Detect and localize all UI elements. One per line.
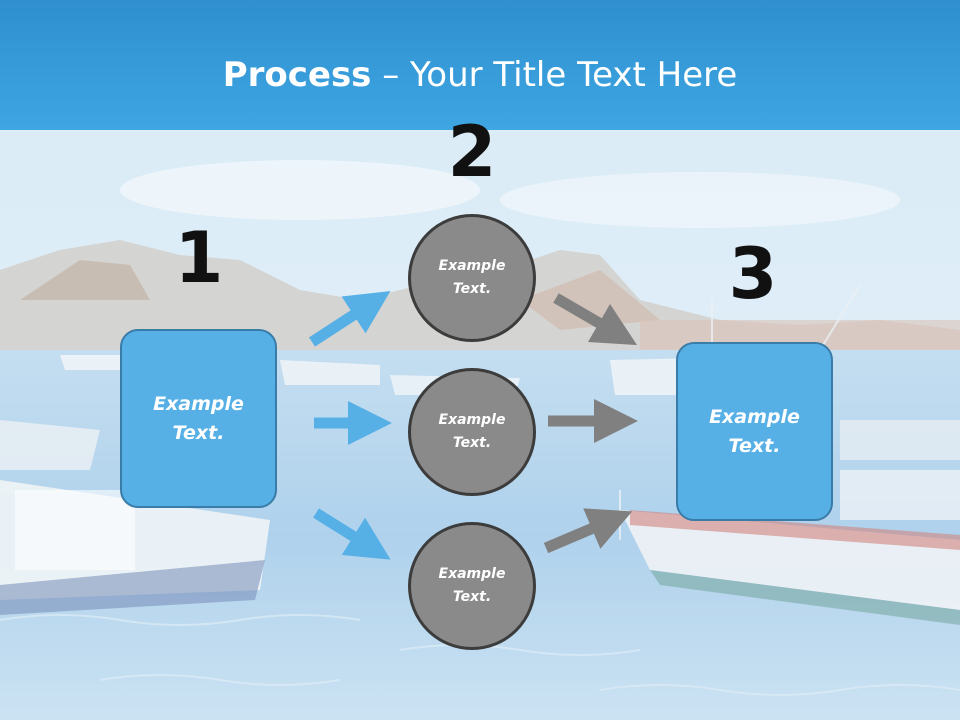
step-2-circle-top: Example Text. [408, 214, 536, 342]
step-2-circle-middle: Example Text. [408, 368, 536, 496]
step-1-box: Example Text. [120, 329, 277, 508]
step-number-1: 1 [174, 217, 224, 299]
circle-1-text-line2: Text. [452, 281, 492, 297]
circle-3-text-line2: Text. [452, 589, 492, 605]
step-1-text-line2: Text. [172, 421, 225, 444]
arrow-circle1-to-box3 [553, 293, 638, 346]
step-number-2: 2 [447, 111, 497, 193]
step-1-text-line1: Example [153, 392, 244, 415]
circle-3-text-line1: Example [438, 566, 506, 582]
step-2-circle-bottom: Example Text. [408, 522, 536, 650]
title-bar [0, 0, 960, 130]
title-rest-part: – Your Title Text Here [371, 55, 738, 95]
step-3-box: Example Text. [676, 342, 833, 521]
step-number-3: 3 [728, 233, 778, 315]
arrow-circle3-to-box3 [543, 508, 633, 554]
circle-2-text-line2: Text. [452, 435, 492, 451]
step-3-text-line1: Example [709, 405, 800, 428]
arrow-box1-to-circle1 [309, 291, 391, 347]
title-bold-part: Process [222, 55, 372, 95]
circle-1-text-line1: Example [438, 258, 506, 274]
arrow-box1-to-circle3 [313, 508, 391, 560]
circle-2-text-line1: Example [438, 412, 506, 428]
step-3-text-line2: Text. [728, 434, 781, 457]
slide-title: Process – Your Title Text Here [0, 52, 960, 98]
